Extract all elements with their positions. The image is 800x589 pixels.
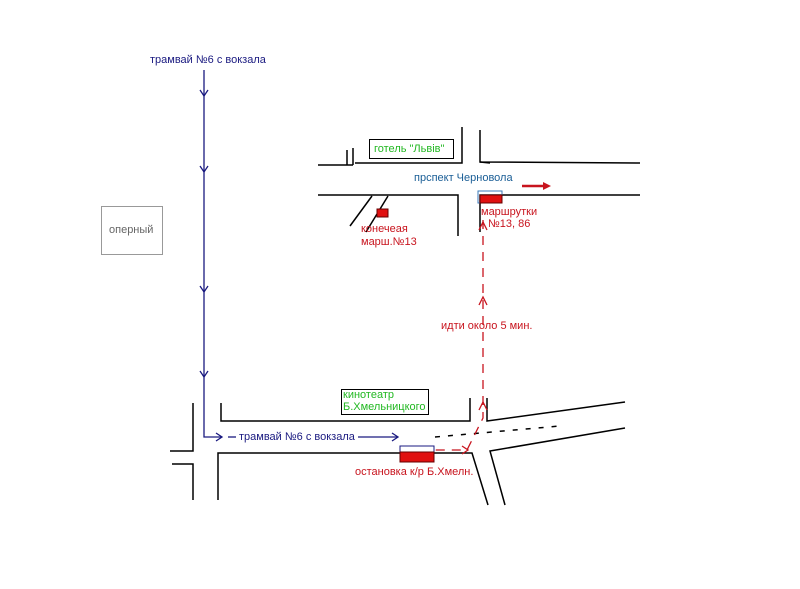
cinema-box: кинотеатр Б.Хмельницкого: [341, 389, 429, 415]
terminal-label-2: марш.№13: [361, 236, 417, 248]
stop-label: остановка к/р Б.Хмелн.: [355, 466, 474, 478]
tram-label-top: трамвай №6 с вокзала: [150, 54, 266, 66]
hotel-box: готель "Львів": [369, 139, 454, 159]
direction-arrow: [522, 182, 551, 190]
minibus-label-1: маршрутки: [481, 206, 538, 218]
hotel-label: готель "Львів": [374, 143, 445, 155]
minibus-stop-marker: [479, 194, 503, 204]
cinema-label-1: кинотеатр: [343, 389, 394, 401]
minibus-label-2: №13, 86: [488, 218, 531, 230]
tram-stop-marker: [399, 451, 435, 463]
terminal-label-1: конечеая: [361, 223, 408, 235]
avenue-label: прспект Черновола: [414, 172, 513, 184]
walk-label: идти около 5 мин.: [441, 320, 533, 332]
opera-label: оперный: [109, 224, 154, 236]
cinema-label-2: Б.Хмельницкого: [343, 401, 426, 413]
streets: [170, 127, 641, 506]
walking-route: [435, 220, 488, 455]
opera-box: оперный: [101, 206, 163, 255]
tram-route: [199, 70, 400, 442]
terminal-marker: [376, 208, 389, 218]
tram-label-bottom: трамвай №6 с вокзала: [239, 431, 355, 443]
